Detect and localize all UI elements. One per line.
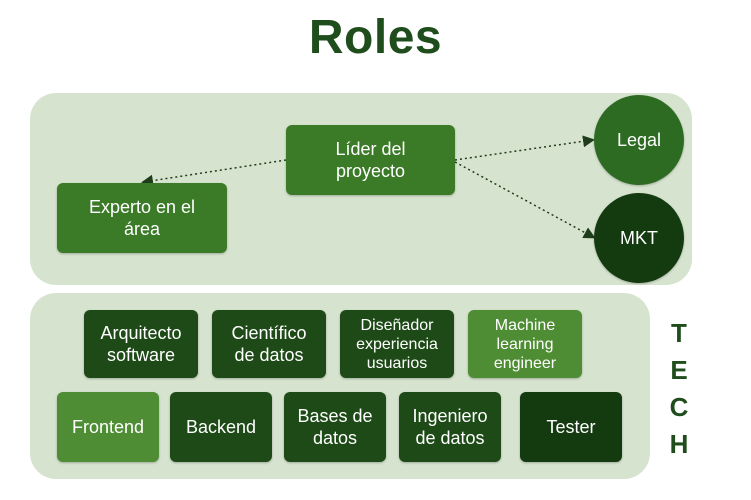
expert-box: Experto en el área [57, 183, 227, 253]
arrow-to-legal [454, 135, 595, 161]
role-cientifico-datos: Científico de datos [212, 310, 326, 378]
arrow-to-mkt [454, 161, 596, 239]
leader-box: Líder del proyecto [286, 125, 455, 195]
tech-label-letter: H [669, 429, 689, 459]
role-bases-datos: Bases de datos [284, 392, 386, 462]
role-backend: Backend [170, 392, 272, 462]
role-disenador-ux: Diseñador experiencia usuarios [340, 310, 454, 378]
role-frontend: Frontend [57, 392, 159, 462]
role-tester: Tester [520, 392, 622, 462]
legal-circle: Legal [594, 95, 684, 185]
page-title: Roles [308, 11, 443, 64]
tech-label-letter: T [671, 318, 687, 348]
tech-label-letter: E [670, 355, 688, 385]
tech-label-letter: C [669, 392, 689, 422]
role-ingeniero-datos: Ingeniero de datos [399, 392, 501, 462]
arrow-to-expert [141, 159, 287, 187]
role-ml-engineer: Machine learning engineer [468, 310, 582, 378]
mkt-circle: MKT [594, 193, 684, 283]
role-arquitecto-software: Arquitecto software [84, 310, 198, 378]
